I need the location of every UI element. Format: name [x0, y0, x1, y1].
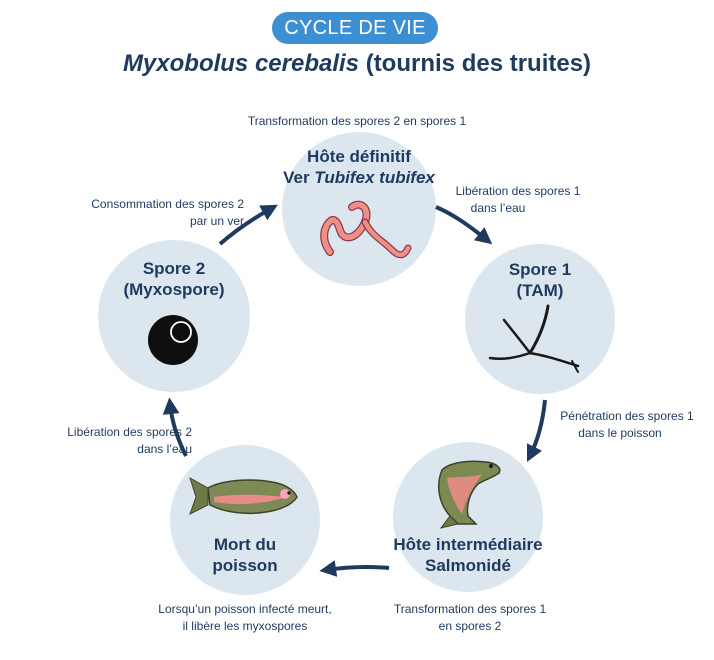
- label-definitive-host-prefix: Ver: [283, 168, 315, 187]
- label-dead-fish: Mort du poisson: [170, 534, 320, 576]
- note-release-1-line2: dans l’eau: [470, 201, 526, 215]
- tam-spore-icon: [488, 304, 580, 373]
- node-spore1: [465, 244, 615, 394]
- page-title: Myxobolus cerebalis (tournis des truites…: [0, 50, 714, 78]
- note-death-line2: il libère les myxospores: [182, 619, 308, 633]
- label-dead-fish-line1: Mort du: [213, 535, 277, 554]
- note-release-1: Libération des spores 1 dans l’eau: [440, 183, 596, 217]
- note-death: Lorsqu’un poisson infecté meurt, il libè…: [140, 601, 350, 635]
- note-release-1-line1: Libération des spores 1: [455, 184, 581, 198]
- node-definitive-host: [282, 132, 436, 286]
- node-dead-fish: [170, 445, 320, 595]
- note-release-2-line1: Libération des spores 2: [67, 425, 192, 439]
- arrow-host-to-spore1: [435, 205, 493, 245]
- myxospore-icon: [148, 315, 198, 365]
- label-definitive-host: Hôte définitif Ver Tubifex tubifex: [260, 146, 458, 188]
- arrow-intermediate-to-dead: [319, 560, 390, 577]
- note-transform-1-to-2-line1: Transformation des spores 1: [393, 602, 547, 616]
- note-transform-1-to-2: Transformation des spores 1 en spores 2: [384, 601, 556, 635]
- arrow-dead-to-spore2: [162, 397, 188, 457]
- note-release-2: Libération des spores 2 dans l’eau: [24, 424, 192, 458]
- label-intermediate-host-line2: Salmonidé: [425, 556, 511, 575]
- arrow-spore2-to-host: [218, 204, 278, 246]
- dead-fish-icon: [189, 476, 298, 516]
- note-consumption: Consommation des spores 2 par un ver: [76, 196, 244, 230]
- label-intermediate-host-line1: Hôte intermédiaire: [393, 535, 543, 554]
- label-spore2: Spore 2 (Myxospore): [98, 258, 250, 300]
- label-spore1-line2: (TAM): [516, 281, 564, 300]
- note-death-line1: Lorsqu’un poisson infecté meurt,: [158, 602, 332, 616]
- note-penetration: Pénétration des spores 1 dans le poisson: [552, 408, 702, 442]
- label-dead-fish-line2: poisson: [212, 556, 278, 575]
- cycle-badge: CYCLE DE VIE: [272, 12, 438, 44]
- label-definitive-host-line2: Ver Tubifex tubifex: [260, 167, 458, 188]
- note-penetration-line2: dans le poisson: [578, 426, 662, 440]
- label-definitive-host-species: Tubifex tubifex: [314, 168, 435, 187]
- arrow-spore1-to-intermediate: [526, 399, 547, 463]
- trout-icon: [438, 460, 501, 529]
- label-spore2-line2: (Myxospore): [123, 280, 225, 299]
- note-transform-2-to-1: Transformation des spores 2 en spores 1: [247, 114, 467, 128]
- note-consumption-line1: Consommation des spores 2: [91, 197, 244, 211]
- note-consumption-line2: par un ver: [189, 214, 244, 228]
- title-common: (tournis des truites): [359, 50, 592, 77]
- label-spore2-line1: Spore 2: [142, 259, 206, 278]
- label-definitive-host-line1: Hôte définitif: [307, 147, 411, 166]
- label-spore1: Spore 1 (TAM): [465, 259, 615, 301]
- label-spore1-line1: Spore 1: [508, 260, 572, 279]
- note-release-2-line2: dans l’eau: [137, 442, 192, 456]
- note-transform-1-to-2-line2: en spores 2: [438, 619, 502, 633]
- title-species: Myxobolus cerebalis: [122, 50, 360, 77]
- worm-icon: [320, 200, 412, 259]
- label-intermediate-host: Hôte intermédiaire Salmonidé: [380, 534, 556, 576]
- note-penetration-line1: Pénétration des spores 1: [560, 409, 694, 423]
